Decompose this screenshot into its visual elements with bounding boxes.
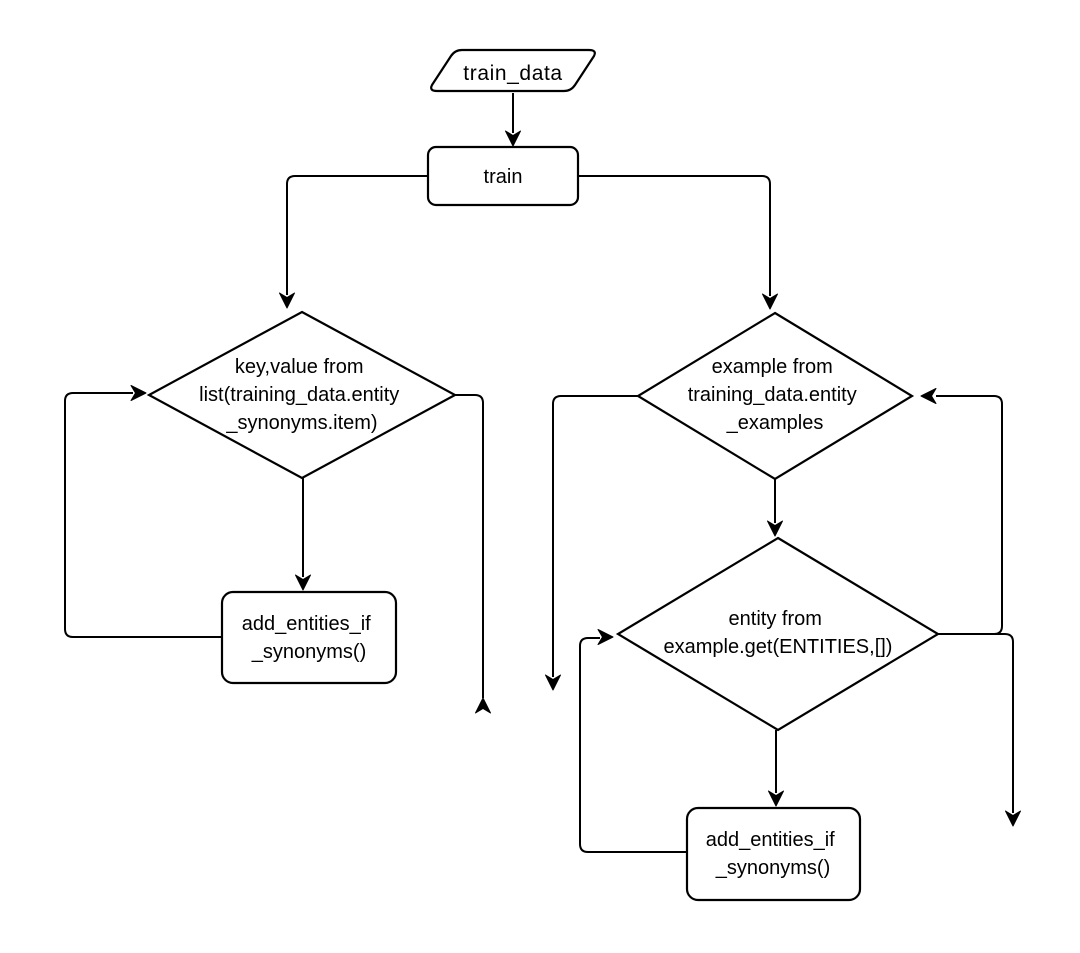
- label-line: list(training_data.entity: [199, 384, 399, 406]
- edge-examples-loop-to-entities-loop: [767, 479, 783, 537]
- node-loop-entity-synonyms: key,value from list(training_data.entity…: [146, 310, 458, 480]
- arrowhead-down-icon: [279, 292, 295, 309]
- process-rect-shape: [685, 806, 862, 902]
- decision-diamond-shape: [146, 310, 458, 480]
- node-train: train: [426, 145, 580, 207]
- edge-entities-loop-exit: [940, 633, 1021, 827]
- label-line: _synonyms.item): [225, 412, 377, 434]
- arrowhead-down-icon: [767, 520, 783, 537]
- node-label: entity from example.get(ENTITIES,[]): [664, 608, 893, 658]
- label-line: training_data.entity: [688, 384, 857, 406]
- arrowhead-right-icon: [597, 629, 614, 645]
- arrowhead-down-icon: [1005, 810, 1021, 827]
- node-label: train_data: [463, 62, 562, 85]
- process-rect-shape: [426, 145, 580, 207]
- parallelogram-shape: [430, 48, 596, 93]
- arrowhead-down-icon: [768, 790, 784, 807]
- edge-line: [936, 395, 1003, 635]
- edge-entities-loop-to-right-process: [768, 730, 784, 807]
- label-line: _examples: [726, 412, 824, 434]
- edge-train-to-examples-loop: [578, 175, 778, 310]
- node-label: train: [484, 166, 523, 188]
- node-add-entities-if-synonyms-right: add_entities_if _synonyms(): [685, 806, 862, 902]
- label-line: entity from: [729, 608, 822, 630]
- edge-line: [940, 633, 1014, 813]
- node-label: key,value from list(training_data.entity…: [199, 356, 405, 434]
- arrowhead-down-icon: [762, 293, 778, 310]
- label-line: train_data: [463, 62, 562, 85]
- arrowhead-right-icon: [130, 385, 147, 401]
- edge-line: [64, 392, 222, 638]
- label-line: key,value from: [235, 356, 364, 378]
- label-line: _synonyms(): [251, 641, 366, 663]
- arrowhead-up-icon: [475, 697, 491, 714]
- label-line: add_entities_if: [706, 829, 835, 851]
- edge-line: [455, 394, 484, 698]
- node-add-entities-if-synonyms-left: add_entities_if _synonyms(): [220, 590, 398, 685]
- arrowhead-down-icon: [295, 574, 311, 591]
- label-line: train: [484, 166, 523, 188]
- node-loop-entities: entity from example.get(ENTITIES,[]): [615, 536, 941, 732]
- decision-diamond-shape: [635, 311, 915, 481]
- label-line: add_entities_if: [242, 613, 371, 635]
- edge-examples-loop-exit: [545, 395, 638, 691]
- decision-diamond-shape: [615, 536, 941, 732]
- edge-right-process-loopback: [579, 629, 687, 853]
- node-label: example from training_data.entity _examp…: [688, 356, 863, 434]
- edge-line: [579, 637, 687, 853]
- node-label: add_entities_if _synonyms(): [242, 613, 377, 663]
- edge-line: [552, 395, 638, 677]
- edge-train-to-synonyms-loop: [279, 175, 428, 309]
- edge-line: [578, 175, 771, 296]
- edge-left-process-loopback: [64, 385, 222, 638]
- process-rect-shape: [220, 590, 398, 685]
- edge-synonyms-loop-exit: [455, 394, 491, 714]
- edge-entities-loop-to-examples-loop: [920, 388, 1003, 635]
- label-line: example.get(ENTITIES,[]): [664, 636, 893, 658]
- label-line: example from: [712, 356, 833, 378]
- arrowhead-down-icon: [505, 130, 521, 147]
- edge-line: [286, 175, 428, 295]
- label-line: _synonyms(): [715, 857, 830, 879]
- node-train-data: train_data: [430, 48, 596, 93]
- edge-train-data-to-train: [505, 93, 521, 147]
- node-loop-entity-examples: example from training_data.entity _examp…: [635, 311, 915, 481]
- arrowhead-down-icon: [545, 674, 561, 691]
- arrowhead-left-icon: [920, 388, 937, 404]
- node-label: add_entities_if _synonyms(): [706, 829, 841, 879]
- edge-synonyms-loop-to-left-process: [295, 478, 311, 591]
